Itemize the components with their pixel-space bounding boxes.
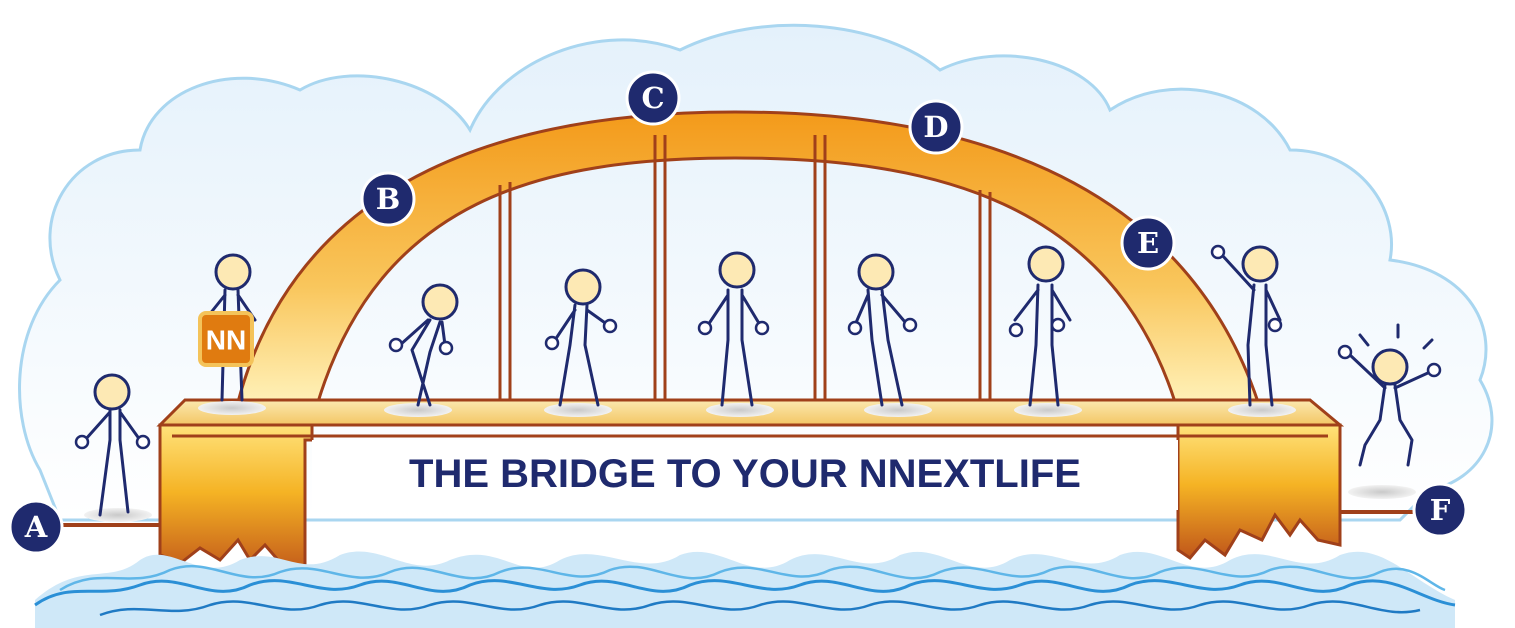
svg-text:F: F [1430, 493, 1451, 527]
stick-figure-waving [1210, 244, 1283, 407]
cloud-background [18, 23, 1494, 522]
banner-panel [312, 440, 1178, 510]
stick-figure-walking-3 [847, 253, 918, 407]
banner-title: THE BRIDGE TO YOUR NNEXTLIFE [409, 451, 1081, 496]
svg-text:NN: NN [206, 325, 246, 356]
stick-figure-walking-1 [544, 268, 618, 407]
nn-logo: NN [198, 311, 254, 367]
water-waves [34, 551, 1456, 628]
stage-badge-a: A [8, 499, 64, 555]
left-pillar [158, 423, 314, 578]
stage-badge-f: F [1412, 482, 1468, 538]
figure-shadows [84, 401, 1416, 522]
stick-figure-jumping [1337, 323, 1442, 467]
svg-text:C: C [641, 81, 664, 115]
svg-text:D: D [923, 110, 948, 144]
bridge-hangers [498, 135, 992, 400]
svg-text:B: B [376, 182, 401, 216]
stage-badge-c: C [625, 70, 681, 126]
stick-figure-slouched [388, 283, 459, 407]
stage-badge-d: D [908, 99, 964, 155]
stick-figure-sad-bank [74, 373, 151, 517]
svg-text:A: A [24, 510, 48, 544]
stick-figure-walking-2 [697, 251, 770, 407]
bridge-arch [236, 110, 1261, 404]
right-pillar [1176, 423, 1342, 560]
stick-figure-content [1008, 245, 1072, 407]
stage-badge-b: B [360, 171, 416, 227]
stage-badge-e: E [1120, 215, 1176, 271]
svg-text:E: E [1137, 226, 1159, 260]
